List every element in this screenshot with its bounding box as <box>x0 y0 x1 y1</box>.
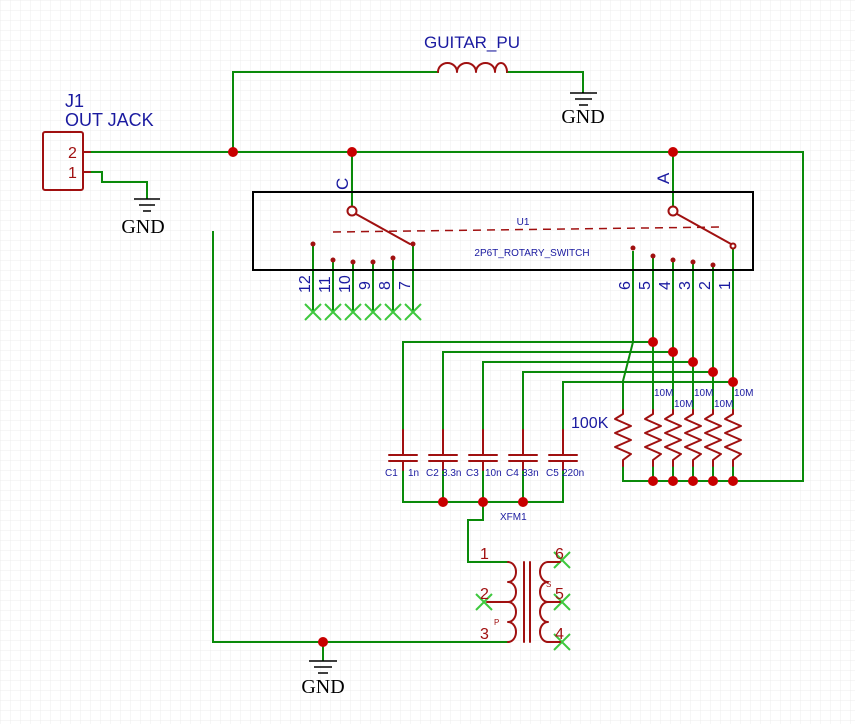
svg-text:3.3n: 3.3n <box>442 468 461 479</box>
resistor-10m-3 <box>684 409 702 467</box>
gnd-label-top: GND <box>561 106 604 128</box>
gnd-label-bottom: GND <box>301 676 344 698</box>
resistor-label-r3: 10M <box>674 399 693 410</box>
output-jack: J1 OUT JACK 2 1 <box>42 91 154 191</box>
capacitor-c4: C4 33n <box>506 429 539 479</box>
switch-pin-11: 11 <box>317 276 334 293</box>
switch-right-contacts <box>630 245 716 268</box>
resistor-label-r5: 10M <box>714 399 733 410</box>
switch-pin-3: 3 <box>677 281 694 290</box>
gnd-label-jack: GND <box>121 216 164 238</box>
resistor-10m-4 <box>704 409 722 467</box>
switch-pin-8: 8 <box>377 281 394 290</box>
svg-text:C5: C5 <box>546 468 559 479</box>
svg-text:C4: C4 <box>506 468 519 479</box>
resistor-label-r2: 10M <box>654 388 673 399</box>
jack-value: OUT JACK <box>65 110 154 130</box>
switch-pin-2: 2 <box>697 281 714 290</box>
switch-value: 2P6T_ROTARY_SWITCH <box>474 248 589 259</box>
resistor-label-r4: 10M <box>694 388 713 399</box>
capacitor-c3: C3 10n <box>466 429 502 479</box>
svg-text:1n: 1n <box>408 468 419 479</box>
switch-left-contacts <box>310 241 416 265</box>
transformer-pin-3: 3 <box>480 626 489 643</box>
transformer-pin-2: 2 <box>480 586 489 603</box>
capacitor-c5: C5 220n <box>546 429 584 479</box>
transformer-primary-label: P <box>494 618 499 627</box>
transformer-pin-1: 1 <box>480 546 489 563</box>
capacitor-c1: C1 1n <box>385 429 419 479</box>
transformer-pin-6: 6 <box>555 546 564 563</box>
switch-pin-12: 12 <box>297 275 314 293</box>
resistor-label-100k: 100K <box>571 415 609 432</box>
jack-pin1-label: 1 <box>68 165 77 182</box>
junction-dots <box>228 147 738 647</box>
transformer-pin-4: 4 <box>555 626 564 643</box>
transformer: XFM1 P S 1 2 3 6 5 4 <box>480 512 564 643</box>
rotary-switch: U1 2P6T_ROTARY_SWITCH C A 12 11 10 9 8 7 <box>252 172 754 293</box>
switch-pin-6: 6 <box>617 281 634 290</box>
resistor-100k <box>614 409 632 467</box>
ground-symbol-jack: GND <box>121 198 165 238</box>
resistor-bank: 100K 10M 10M 10M 10M 10M <box>571 388 753 467</box>
switch-pin-1: 1 <box>717 281 734 290</box>
pickup-label: GUITAR_PU <box>424 33 520 52</box>
switch-ref: U1 <box>517 217 530 228</box>
switch-pin-9: 9 <box>357 281 374 290</box>
resistor-10m-1 <box>644 409 662 467</box>
switch-pin-7: 7 <box>397 281 414 290</box>
guitar-pickup-inductor: GUITAR_PU <box>424 33 520 73</box>
ground-symbol-top: GND <box>561 92 605 128</box>
svg-text:C1: C1 <box>385 468 398 479</box>
jack-pin2-label: 2 <box>68 145 77 162</box>
capacitor-bank: C1 1n C2 3.3n C3 10n C4 33n C5 220n <box>385 429 584 479</box>
resistor-label-r6: 10M <box>734 388 753 399</box>
jack-ref: J1 <box>65 91 84 111</box>
transformer-secondary-label: S <box>546 580 551 589</box>
transformer-pin-5: 5 <box>555 586 564 603</box>
switch-pin-4: 4 <box>657 281 674 290</box>
svg-text:33n: 33n <box>522 468 539 479</box>
no-connect-markers <box>304 303 571 651</box>
switch-common-left: C <box>333 178 352 190</box>
switch-common-right: A <box>654 172 673 184</box>
svg-text:220n: 220n <box>562 468 584 479</box>
switch-pin-5: 5 <box>637 281 654 290</box>
svg-text:10n: 10n <box>485 468 502 479</box>
resistor-10m-2 <box>664 409 682 467</box>
transformer-ref: XFM1 <box>500 512 527 523</box>
ground-symbol-bottom: GND <box>301 660 345 698</box>
svg-text:C2: C2 <box>426 468 439 479</box>
resistor-10m-5 <box>724 409 742 467</box>
switch-pin-10: 10 <box>337 275 354 293</box>
svg-text:C3: C3 <box>466 468 479 479</box>
capacitor-c2: C2 3.3n <box>426 429 461 479</box>
